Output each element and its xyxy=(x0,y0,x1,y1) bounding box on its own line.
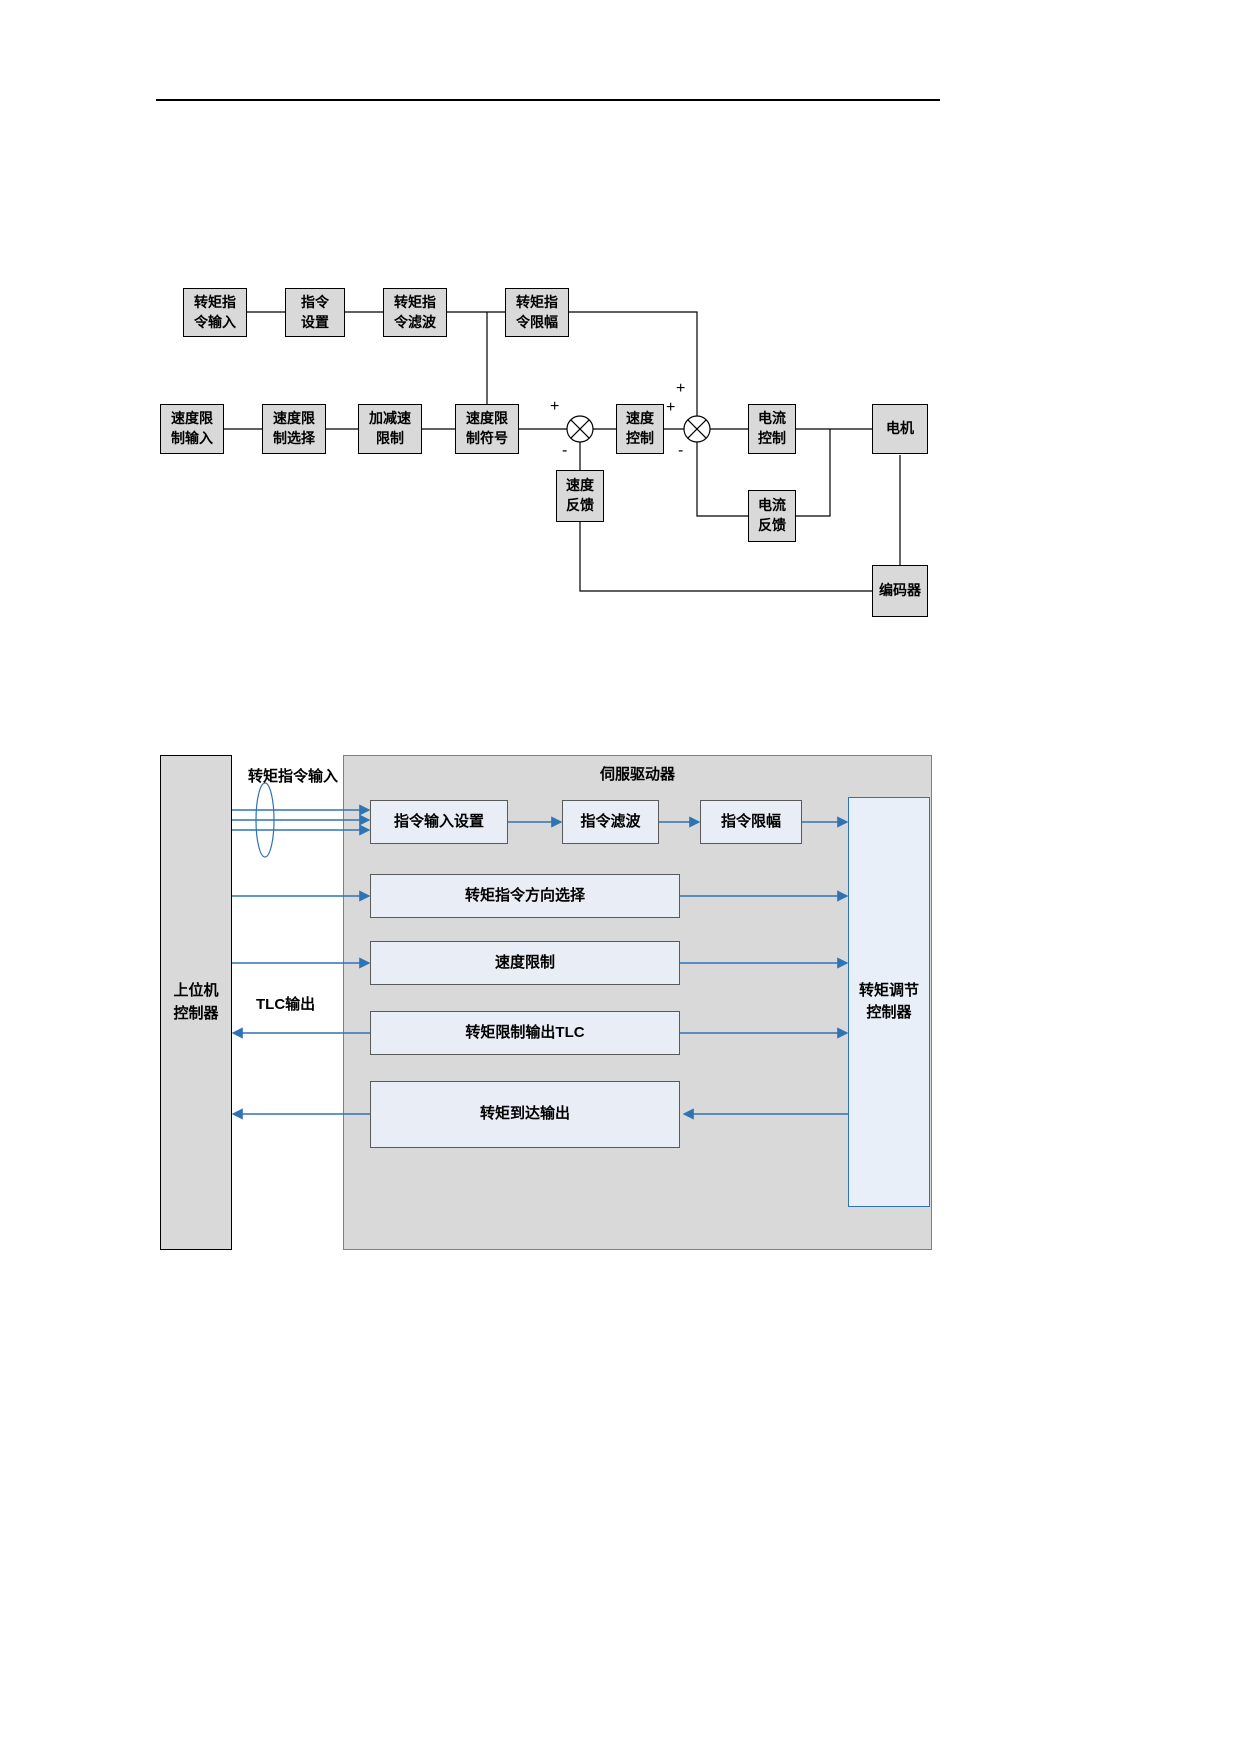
line-speedfeedback-to-encoder xyxy=(579,522,872,592)
label-torque-cmd-input: 转矩指令输入 xyxy=(248,768,339,785)
box-torque-cmd-input: 转矩指 令输入 xyxy=(183,288,247,337)
box-torque-cmd-direction-select: 转矩指令方向选择 xyxy=(370,874,680,918)
box-torque-cmd-filter: 转矩指 令滤波 xyxy=(383,288,447,337)
box-cmd-setting: 指令 设置 xyxy=(285,288,345,337)
summing-junction-2-cross xyxy=(687,419,707,439)
box-encoder: 编码器 xyxy=(872,565,928,617)
box-speed-limit: 速度限制 xyxy=(370,941,680,985)
box-speed-limit-input: 速度限 制输入 xyxy=(160,404,224,454)
box-host-controller: 上位机 控制器 xyxy=(160,755,232,1250)
cable-bundle-ellipse xyxy=(255,782,275,858)
summing-junction-1 xyxy=(566,415,594,443)
line-limit-to-junction2 xyxy=(569,311,698,416)
junction1-minus-sign: - xyxy=(562,442,568,459)
box-cmd-input-setting: 指令输入设置 xyxy=(370,800,508,844)
junction1-plus-sign: + xyxy=(550,398,560,415)
box-cmd-limit: 指令限幅 xyxy=(700,800,802,844)
junction2-plus-top-sign: + xyxy=(676,380,686,397)
box-speed-feedback: 速度 反馈 xyxy=(556,470,604,522)
line-branch-to-currentfeedback xyxy=(796,429,831,517)
box-torque-cmd-limit: 转矩指 令限幅 xyxy=(505,288,569,337)
summing-junction-2 xyxy=(683,415,711,443)
box-accel-decel-limit: 加减速 限制 xyxy=(358,404,422,454)
box-speed-limit-select: 速度限 制选择 xyxy=(262,404,326,454)
box-cmd-filter: 指令滤波 xyxy=(562,800,659,844)
box-torque-limit-output-tlc: 转矩限制输出TLC xyxy=(370,1011,680,1055)
box-torque-regulator: 转矩调节 控制器 xyxy=(848,797,930,1207)
label-tlc-output: TLC输出 xyxy=(256,996,316,1013)
box-current-control: 电流 控制 xyxy=(748,404,796,454)
line-currentfeedback-to-junction2 xyxy=(696,442,748,517)
box-torque-reach-output: 转矩到达输出 xyxy=(370,1081,680,1148)
junction2-minus-sign: - xyxy=(678,442,684,459)
header-rule xyxy=(156,99,940,101)
box-speed-control: 速度 控制 xyxy=(616,404,664,454)
box-current-feedback: 电流 反馈 xyxy=(748,490,796,542)
summing-junction-1-cross xyxy=(570,419,590,439)
servo-drive-title: 伺服驱动器 xyxy=(599,766,675,783)
junction2-plus-left-sign: + xyxy=(666,399,676,416)
box-speed-limit-sign: 速度限 制符号 xyxy=(455,404,519,454)
box-motor: 电机 xyxy=(872,404,928,454)
